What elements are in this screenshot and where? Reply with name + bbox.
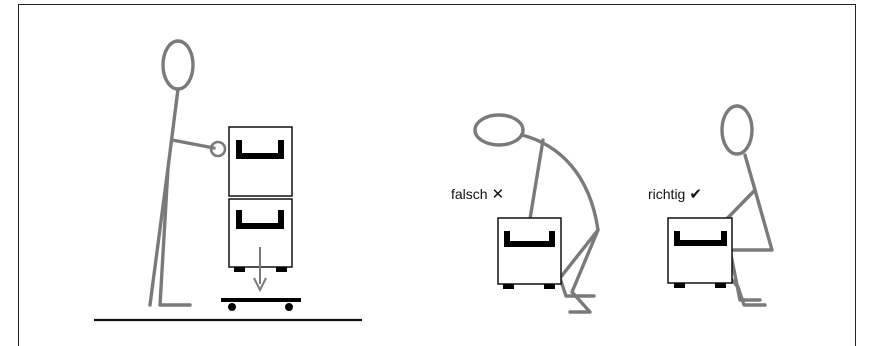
cross-icon: ✕: [492, 185, 505, 203]
label-wrong: falsch✕: [451, 187, 504, 202]
label-wrong-text: falsch: [451, 186, 488, 202]
drawer-unit-right: [668, 218, 732, 288]
check-icon: ✔: [689, 185, 702, 203]
label-right: richtig✔: [648, 187, 702, 202]
drawer-unit-upper: [229, 127, 292, 196]
label-right-text: richtig: [648, 186, 685, 202]
drawer-unit-wrong: [498, 218, 561, 289]
stick-figure-pushing: [150, 41, 225, 305]
dolly: [221, 298, 301, 311]
